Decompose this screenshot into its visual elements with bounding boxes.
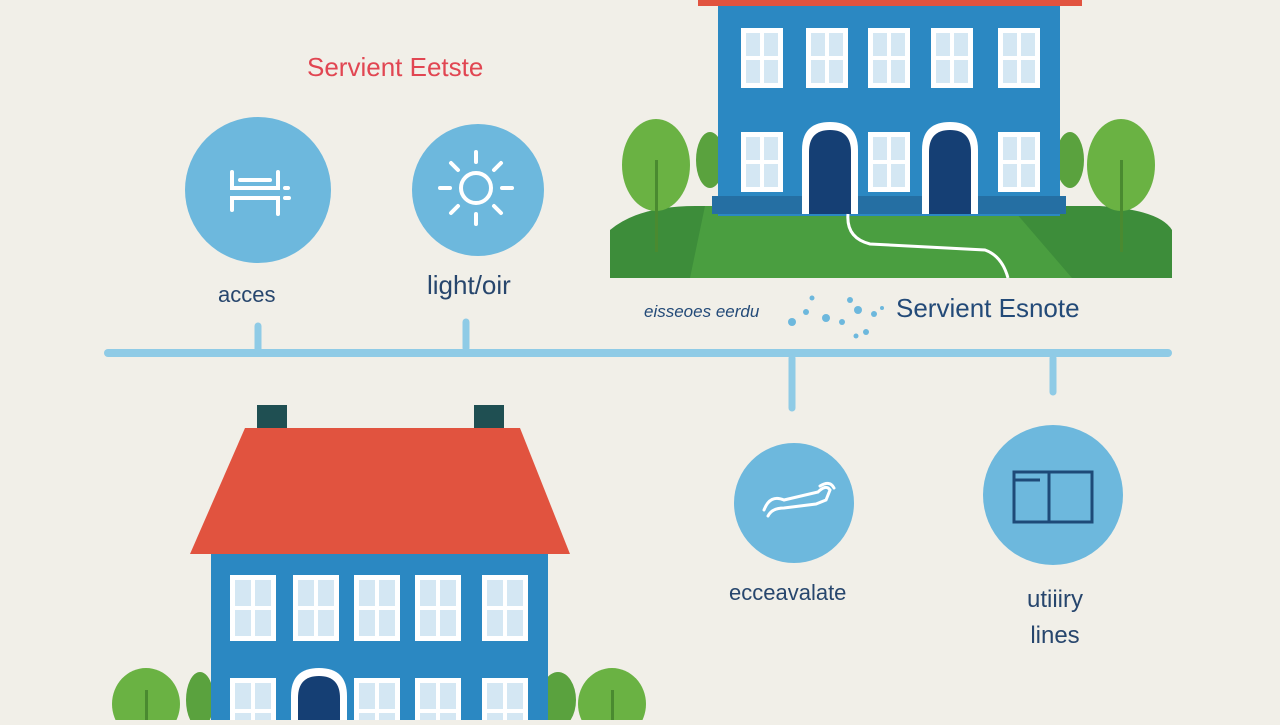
scatter-dots	[788, 295, 884, 339]
bush-right	[578, 668, 646, 725]
bridge-icon	[230, 170, 291, 216]
light-air-label: light/oir	[427, 270, 511, 300]
top-right-house-scene	[610, 0, 1172, 279]
door-right	[922, 122, 978, 214]
bottom-left-house-scene	[112, 405, 646, 725]
roof	[190, 428, 570, 554]
roof-strip	[698, 0, 1082, 6]
easement-circle	[734, 443, 854, 563]
servient-estate-title: Servient Eetste	[307, 52, 484, 82]
sun-icon	[438, 150, 514, 226]
access-circle	[185, 117, 331, 263]
utility-circle	[983, 425, 1123, 565]
easement-label: ecceavalate	[729, 580, 847, 605]
utility-label-line1: utiiiry	[1026, 586, 1083, 613]
window-frame-icon	[1012, 470, 1094, 524]
door-left	[802, 122, 858, 214]
door	[291, 668, 347, 724]
light-air-circle	[412, 124, 544, 256]
servient-estate-label: Servient Esnote	[896, 293, 1080, 323]
hill-front	[690, 206, 1072, 278]
timeline	[104, 318, 1172, 412]
utility-label-line2: lines	[1030, 622, 1080, 649]
estate-caption: eisseoes eerdu	[644, 302, 760, 321]
tree-left	[622, 119, 690, 252]
pipe-icon	[762, 481, 836, 518]
tree-right	[1087, 119, 1155, 252]
bush-left	[112, 668, 180, 725]
utility-lines-label: utiiiry lines	[1000, 582, 1110, 654]
access-label: acces	[218, 282, 276, 307]
footpath	[846, 213, 1010, 279]
